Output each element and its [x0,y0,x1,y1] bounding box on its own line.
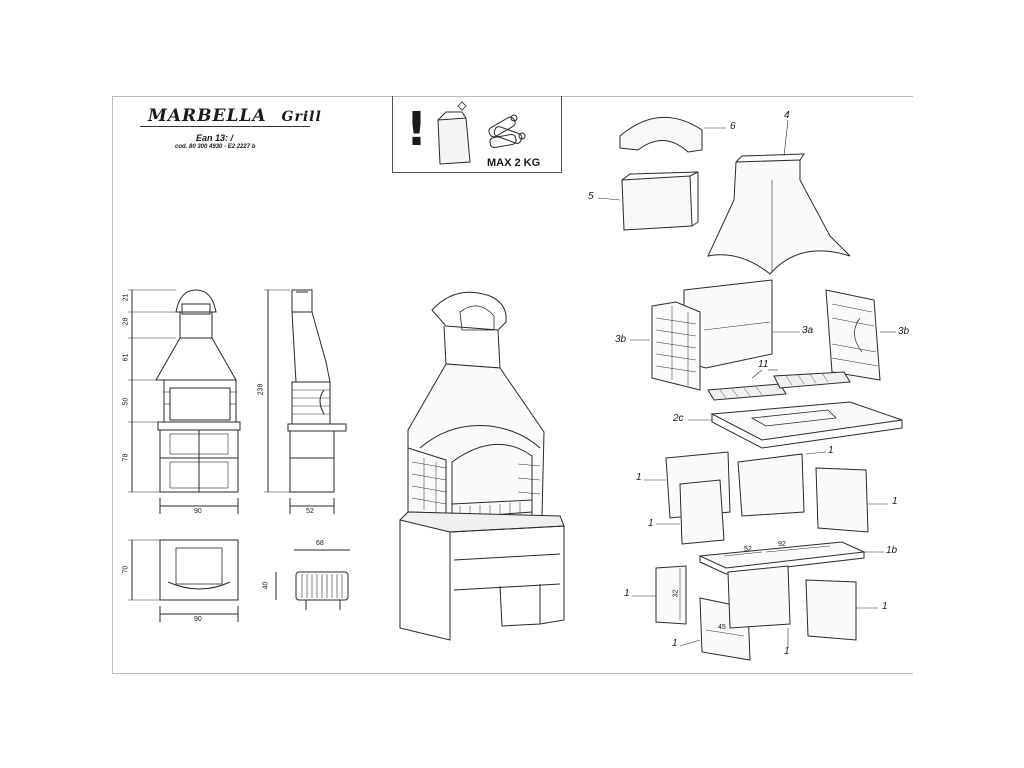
dim-grill-width: 68 [316,540,324,547]
part-dim-32: 32 [672,589,680,598]
part-label-3b-right: 3b [898,326,910,337]
part-label-1-b: 1 [828,445,834,456]
side-elevation [264,289,347,514]
grill-grate [275,549,350,610]
part-dim-52: 52 [744,546,752,553]
part-label-1-c: 1 [892,496,898,507]
dim-front-width: 90 [194,508,202,515]
warning-exclamation-icon: ! [406,102,427,156]
part-label-1b: 1b [886,545,898,556]
title-underline [140,126,310,127]
ean-code: Ean 13: / [196,133,234,143]
product-code: cod. 80 300 4930 - E2 2227 b [175,144,256,150]
part-label-11: 11 [758,359,769,370]
part-dim-92: 92 [778,541,786,548]
dim-front-height-5: 78 [122,453,130,462]
wood-logs-icon [488,114,526,149]
assembled-grill-3d [399,291,565,641]
dim-grill-depth: 40 [262,581,270,590]
front-elevation [128,289,241,514]
dim-front-height-1: 21 [122,293,130,302]
dim-side-total-height: 238 [257,383,265,396]
product-title-suffix: Grill [281,109,322,125]
plan-view [128,539,239,622]
dim-plan-width: 90 [194,616,202,623]
part-label-1-g: 1 [672,638,678,649]
dim-plan-depth: 70 [122,565,130,574]
part-label-1-e: 1 [624,588,630,599]
charcoal-bag-icon [437,101,471,165]
part-label-1-a: 1 [636,472,642,483]
max-load-label: MAX 2 KG [487,157,541,169]
part-label-3a: 3a [802,325,814,336]
dim-front-height-4: 50 [122,397,130,406]
part-label-6: 6 [730,121,736,132]
dim-front-height-2: 28 [122,317,130,326]
part-label-1-d: 1 [648,518,654,529]
dim-front-height-3: 61 [122,353,130,362]
part-label-3b-left: 3b [615,334,627,345]
drawing-sheet [112,96,913,674]
part-label-2c: 2c [673,413,684,424]
part-label-5: 5 [588,191,594,202]
warning-box [392,96,562,173]
part-label-1-f: 1 [882,601,888,612]
exploded-parts [597,117,903,661]
part-dim-45: 45 [718,624,726,631]
dim-side-depth: 52 [306,508,314,515]
part-label-4: 4 [784,110,790,121]
product-title: MARBELLA Grill [148,106,322,126]
part-label-1-h: 1 [784,646,790,657]
